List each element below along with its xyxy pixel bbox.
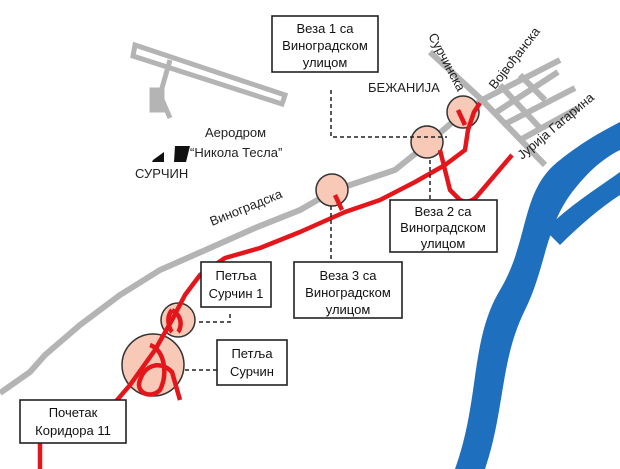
callout-petlja-surcin: Петља Сурчин [216, 339, 288, 386]
svg-text:Веза 1 са: Веза 1 са [297, 21, 355, 36]
leader-petlja-surcin-1 [196, 314, 231, 323]
svg-text:Веза 2 са: Веза 2 са [415, 204, 473, 219]
surcin-buildings [152, 146, 190, 162]
callout-pocetak-koridora: Почетак Коридора 11 [19, 399, 127, 444]
junction-veza-3 [315, 173, 349, 207]
airport-runway [130, 41, 289, 119]
airport-label-line2: “Никола Тесла” [190, 145, 282, 160]
corridor-11-route [37, 101, 514, 469]
airport-label-line1: Аеродром [205, 125, 266, 140]
svg-text:Петља: Петља [215, 268, 257, 283]
bezanija-label: БЕЖАНИЈА [368, 80, 440, 95]
leader-veza-1 [330, 90, 447, 138]
svg-text:Почетак: Почетак [49, 405, 98, 420]
callout-veza-1: Веза 1 са Виноградском улицом [271, 15, 379, 73]
junction-veza-2 [410, 125, 444, 159]
svg-text:Веза 3 са: Веза 3 са [320, 268, 378, 283]
svg-text:Виноградском: Виноградском [282, 38, 368, 53]
svg-text:Петља: Петља [231, 346, 273, 361]
svg-text:Коридора 11: Коридора 11 [35, 423, 111, 438]
svg-text:улицом: улицом [326, 302, 371, 317]
svg-text:Виноградском: Виноградском [305, 285, 391, 300]
callout-veza-2: Веза 2 са Виноградском улицом [389, 199, 498, 253]
surcin-label: СУРЧИН [135, 166, 188, 181]
svg-text:улицом: улицом [303, 55, 348, 70]
sava-river [455, 122, 620, 469]
callout-petlja-surcin-1: Петља Сурчин 1 [200, 261, 272, 308]
svg-text:Сурчин: Сурчин [230, 364, 274, 379]
callout-veza-3: Веза 3 са Виноградском улицом [293, 261, 403, 319]
svg-text:Сурчин 1: Сурчин 1 [209, 286, 264, 301]
svg-text:Виноградском: Виноградском [400, 220, 486, 235]
svg-text:улицом: улицом [421, 236, 466, 251]
